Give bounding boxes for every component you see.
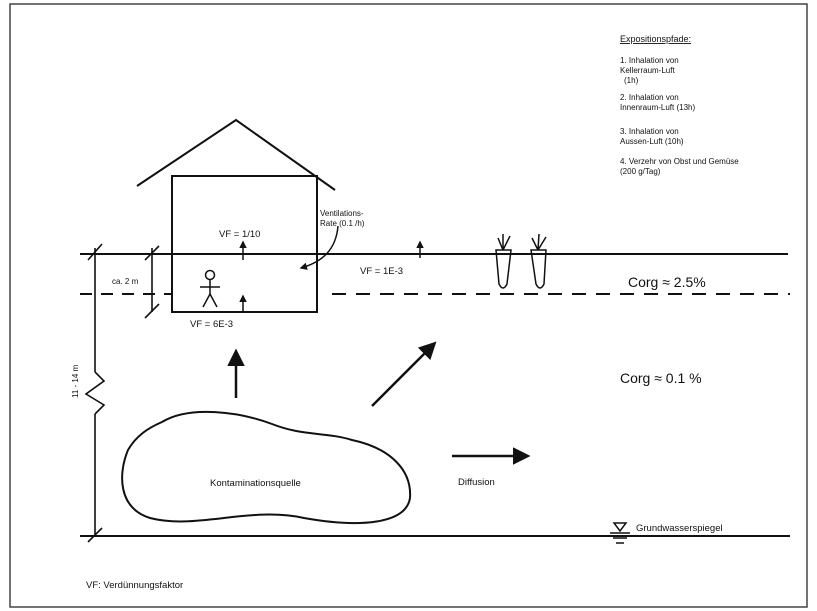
depth-total-label: 11 - 14 m xyxy=(71,364,80,398)
ventilation-arrow xyxy=(301,226,338,268)
legend-item-3-line-1: 3. Inhalation von xyxy=(620,127,679,136)
vegetable-icon xyxy=(496,234,546,288)
contamination-source-shape xyxy=(122,412,410,523)
corg-top-label: Corg ≈ 2.5% xyxy=(628,274,706,290)
legend-item-3-line-2: Aussen-Luft (10h) xyxy=(620,137,684,146)
diffusion-label: Diffusion xyxy=(458,477,495,488)
ventilation-label-line-2: Rate (0.1 /h) xyxy=(320,219,365,228)
vf-house-label: VF = 1/10 xyxy=(219,229,260,240)
groundwater-symbol-icon xyxy=(610,523,630,543)
legend-title: Expositionspfade: xyxy=(620,34,691,44)
house-roof xyxy=(137,120,335,190)
legend-item-1-line-3: (1h) xyxy=(624,76,639,85)
groundwater-label: Grundwasserspiegel xyxy=(636,523,723,534)
frame xyxy=(10,4,807,607)
legend-item-4-line-1: 4. Verzehr von Obst und Gemüse xyxy=(620,157,739,166)
vf-basement-label: VF = 6E-3 xyxy=(190,319,233,330)
legend-item-2-line-1: 2. Inhalation von xyxy=(620,93,679,102)
exposure-pathways-legend: Expositionspfade: 1. Inhalation von Kell… xyxy=(620,34,739,176)
vf-outdoor-label: VF = 1E-3 xyxy=(360,266,403,277)
house xyxy=(137,120,335,312)
break-symbol xyxy=(86,372,104,414)
ventilation-label-line-1: Ventilations- xyxy=(320,209,364,218)
legend-item-2-line-2: Innenraum-Luft (13h) xyxy=(620,103,695,112)
legend-item-1-line-2: Kellerraum-Luft xyxy=(620,66,675,75)
diagonal-transport-arrow xyxy=(372,344,434,406)
house-body xyxy=(172,176,317,312)
corg-deep-label: Corg ≈ 0.1 % xyxy=(620,370,702,386)
depth-top-label: ca. 2 m xyxy=(112,277,139,286)
depth-dimension-top xyxy=(145,246,159,318)
depth-dimension-total xyxy=(86,244,104,542)
footnote: VF: Verdünnungsfaktor xyxy=(86,580,183,591)
legend-item-4-line-2: (200 g/Tag) xyxy=(620,167,661,176)
contamination-source-label: Kontaminationsquelle xyxy=(210,478,301,489)
person-icon xyxy=(200,271,220,308)
legend-item-1-line-1: 1. Inhalation von xyxy=(620,56,679,65)
